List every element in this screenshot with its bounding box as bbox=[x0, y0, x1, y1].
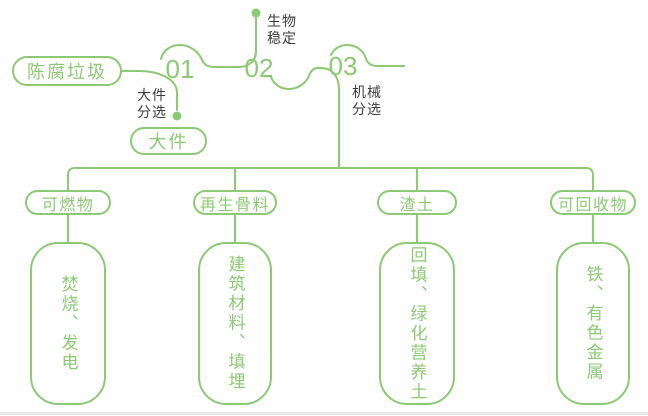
step-label-bio-stabilize: 生物稳定 bbox=[267, 13, 297, 46]
bottom-divider bbox=[0, 412, 648, 415]
node-category-combustibles: 可燃物 bbox=[25, 190, 111, 215]
node-category-slag-soil: 渣土 bbox=[377, 190, 457, 215]
detail-text-slag-soil: 回填、绿化营养土 bbox=[407, 245, 427, 402]
node-category-recyclables: 可回收物 bbox=[550, 190, 636, 215]
line-drop-03 bbox=[320, 67, 340, 169]
step-label-bulky-sorting: 大件分选 bbox=[137, 87, 167, 120]
node-source: 陈腐垃圾 bbox=[12, 56, 122, 86]
detail-box-combustibles: 焚烧、发电 bbox=[30, 242, 106, 405]
step-number-03: 03 bbox=[328, 51, 358, 81]
detail-text-recyclables: 铁、有色金属 bbox=[583, 265, 603, 382]
node-source-label: 陈腐垃圾 bbox=[27, 62, 107, 82]
detail-text-recycled-aggregate: 建筑材料、填埋 bbox=[225, 255, 245, 392]
step-number-01: 01 bbox=[165, 54, 195, 84]
line-swoosh-03 bbox=[330, 43, 405, 67]
detail-box-slag-soil: 回填、绿化营养土 bbox=[379, 242, 455, 405]
step-label-mechanical-sorting: 机械分选 bbox=[352, 84, 382, 117]
detail-box-recycled-aggregate: 建筑材料、填埋 bbox=[198, 242, 272, 405]
bulky-connector-dot bbox=[172, 111, 182, 121]
line-riser-bio bbox=[237, 17, 257, 68]
line-swoosh-01 bbox=[160, 43, 239, 68]
node-bulky: 大件 bbox=[130, 127, 207, 155]
line-swoosh-02 bbox=[270, 67, 322, 91]
detail-box-recyclables: 铁、有色金属 bbox=[556, 242, 630, 405]
step-number-02: 02 bbox=[244, 53, 274, 83]
node-bulky-label: 大件 bbox=[148, 132, 189, 152]
node-category-recycled-aggregate: 再生骨料 bbox=[193, 190, 277, 215]
bio-connector-dot bbox=[251, 8, 261, 18]
detail-text-combustibles: 焚烧、发电 bbox=[58, 274, 78, 373]
distribution-bar bbox=[67, 167, 594, 191]
line-source-to-bulky-drop bbox=[121, 70, 178, 111]
